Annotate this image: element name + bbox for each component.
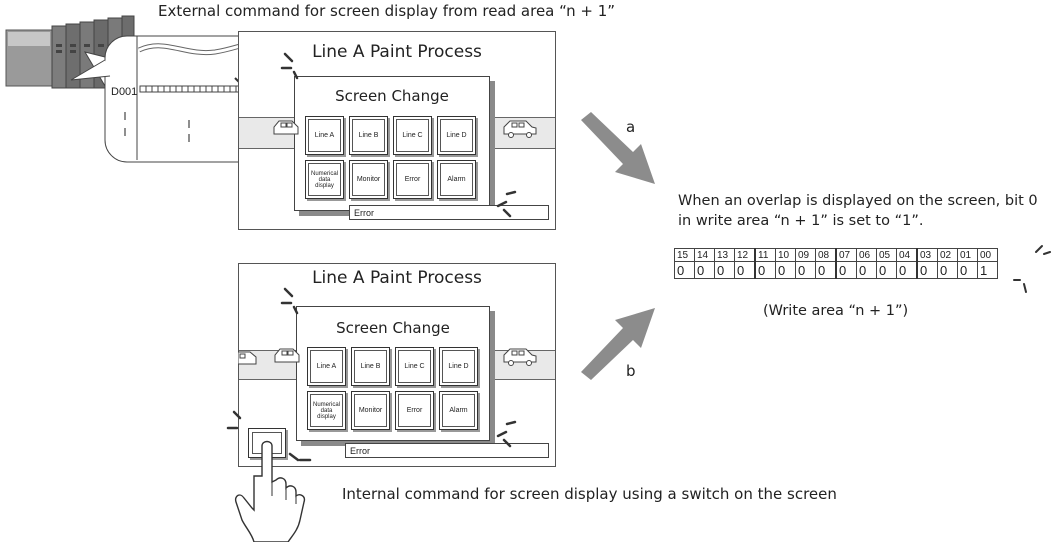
overlap-title: Screen Change [335,87,449,105]
bit-number: 06 [856,248,877,262]
button-numerical-data-display[interactable]: Numerical data display [307,391,346,430]
bit-value: 0 [734,261,756,279]
button-error[interactable]: Error [395,391,434,430]
magnifier-bubble [70,35,274,163]
bit-number: 03 [916,248,938,262]
bit-value: 0 [714,261,735,279]
bit-header-row: 15 14 13 12 11 10 09 08 07 06 05 04 03 0… [674,248,998,262]
bit-value: 0 [795,261,816,279]
button-line-d[interactable]: Line D [439,347,478,386]
arrow-a-label: a [626,118,636,136]
button-alarm[interactable]: Alarm [439,391,478,430]
bit-number: 04 [896,248,918,262]
highlight-spark-icon [496,190,517,218]
bit-number: 01 [957,248,978,262]
bit-value: 0 [775,261,796,279]
finger-pointer-icon [234,440,306,542]
button-line-c[interactable]: Line C [393,116,432,155]
highlight-spark-icon [1035,245,1051,255]
button-error[interactable]: Error [393,160,432,199]
button-line-a[interactable]: Line A [305,116,344,155]
bit-value-bit0: 1 [977,261,998,279]
bit-number: 11 [754,248,776,262]
arrow-a-icon [581,112,655,184]
overlap-window-screen-change: Screen Change Line A Line B Line C Line … [296,306,490,441]
error-display-box: Error [345,443,549,458]
bit-value: 0 [815,261,837,279]
bit-value: 0 [835,261,857,279]
bit-number: 10 [775,248,796,262]
car-icon [273,120,299,135]
highlight-spark-icon [280,52,299,80]
panel-title: Line A Paint Process [312,268,482,288]
overlap-window-screen-change: Screen Change Line A Line B Line C Line … [294,76,490,211]
bit-number: 09 [795,248,816,262]
bit-number: 08 [815,248,837,262]
bit-value: 0 [694,261,715,279]
bit-number: 00 [977,248,998,262]
bit-number: 12 [734,248,756,262]
bit-number: 02 [937,248,958,262]
bit-value: 0 [937,261,958,279]
button-alarm[interactable]: Alarm [437,160,476,199]
button-line-b[interactable]: Line B [351,347,390,386]
bit-number: 13 [714,248,735,262]
bit-value-row: 0 0 0 0 0 0 0 0 0 0 0 0 0 0 0 1 [674,261,998,279]
panel-title: Line A Paint Process [312,42,482,62]
error-display-box: Error [349,205,549,220]
highlight-spark-icon [280,287,299,315]
button-line-b[interactable]: Line B [349,116,388,155]
arrow-b-icon [581,308,655,380]
button-line-a[interactable]: Line A [307,347,346,386]
bit-value: 0 [876,261,897,279]
highlight-spark-icon [1013,279,1027,293]
bit-number: 05 [876,248,897,262]
button-numerical-data-display[interactable]: Numerical data display [305,160,344,199]
button-line-d[interactable]: Line D [437,116,476,155]
button-line-c[interactable]: Line C [395,347,434,386]
write-area-caption: (Write area “n + 1”) [763,303,909,319]
highlight-spark-icon [288,452,312,462]
register-label: D001 [111,86,138,98]
overlap-note-line-2: in write area “n + 1” is set to “1”. [678,213,924,229]
bit-value: 0 [754,261,776,279]
external-command-caption: External command for screen display from… [158,2,616,20]
bit-number: 07 [835,248,857,262]
internal-command-caption: Internal command for screen display usin… [342,485,837,503]
write-area-bit-table: 15 14 13 12 11 10 09 08 07 06 05 04 03 0… [674,248,998,279]
bit-value: 0 [957,261,978,279]
car-icon [274,348,300,363]
highlight-spark-icon [496,420,517,448]
bit-value: 0 [896,261,918,279]
car-icon [503,348,537,366]
car-icon [238,351,257,365]
highlight-spark-icon [226,410,242,430]
bit-value: 0 [674,261,695,279]
bit-value: 0 [856,261,877,279]
bit-number: 15 [674,248,695,262]
bit-value: 0 [916,261,938,279]
button-monitor[interactable]: Monitor [351,391,390,430]
button-monitor[interactable]: Monitor [349,160,388,199]
arrow-b-label: b [626,362,636,380]
overlap-note-line-1: When an overlap is displayed on the scre… [678,193,1038,209]
overlap-title: Screen Change [336,319,450,337]
screen-panel-top: Line A Paint Process Screen Change Line … [238,31,556,230]
bit-number: 14 [694,248,715,262]
car-icon [503,120,537,138]
